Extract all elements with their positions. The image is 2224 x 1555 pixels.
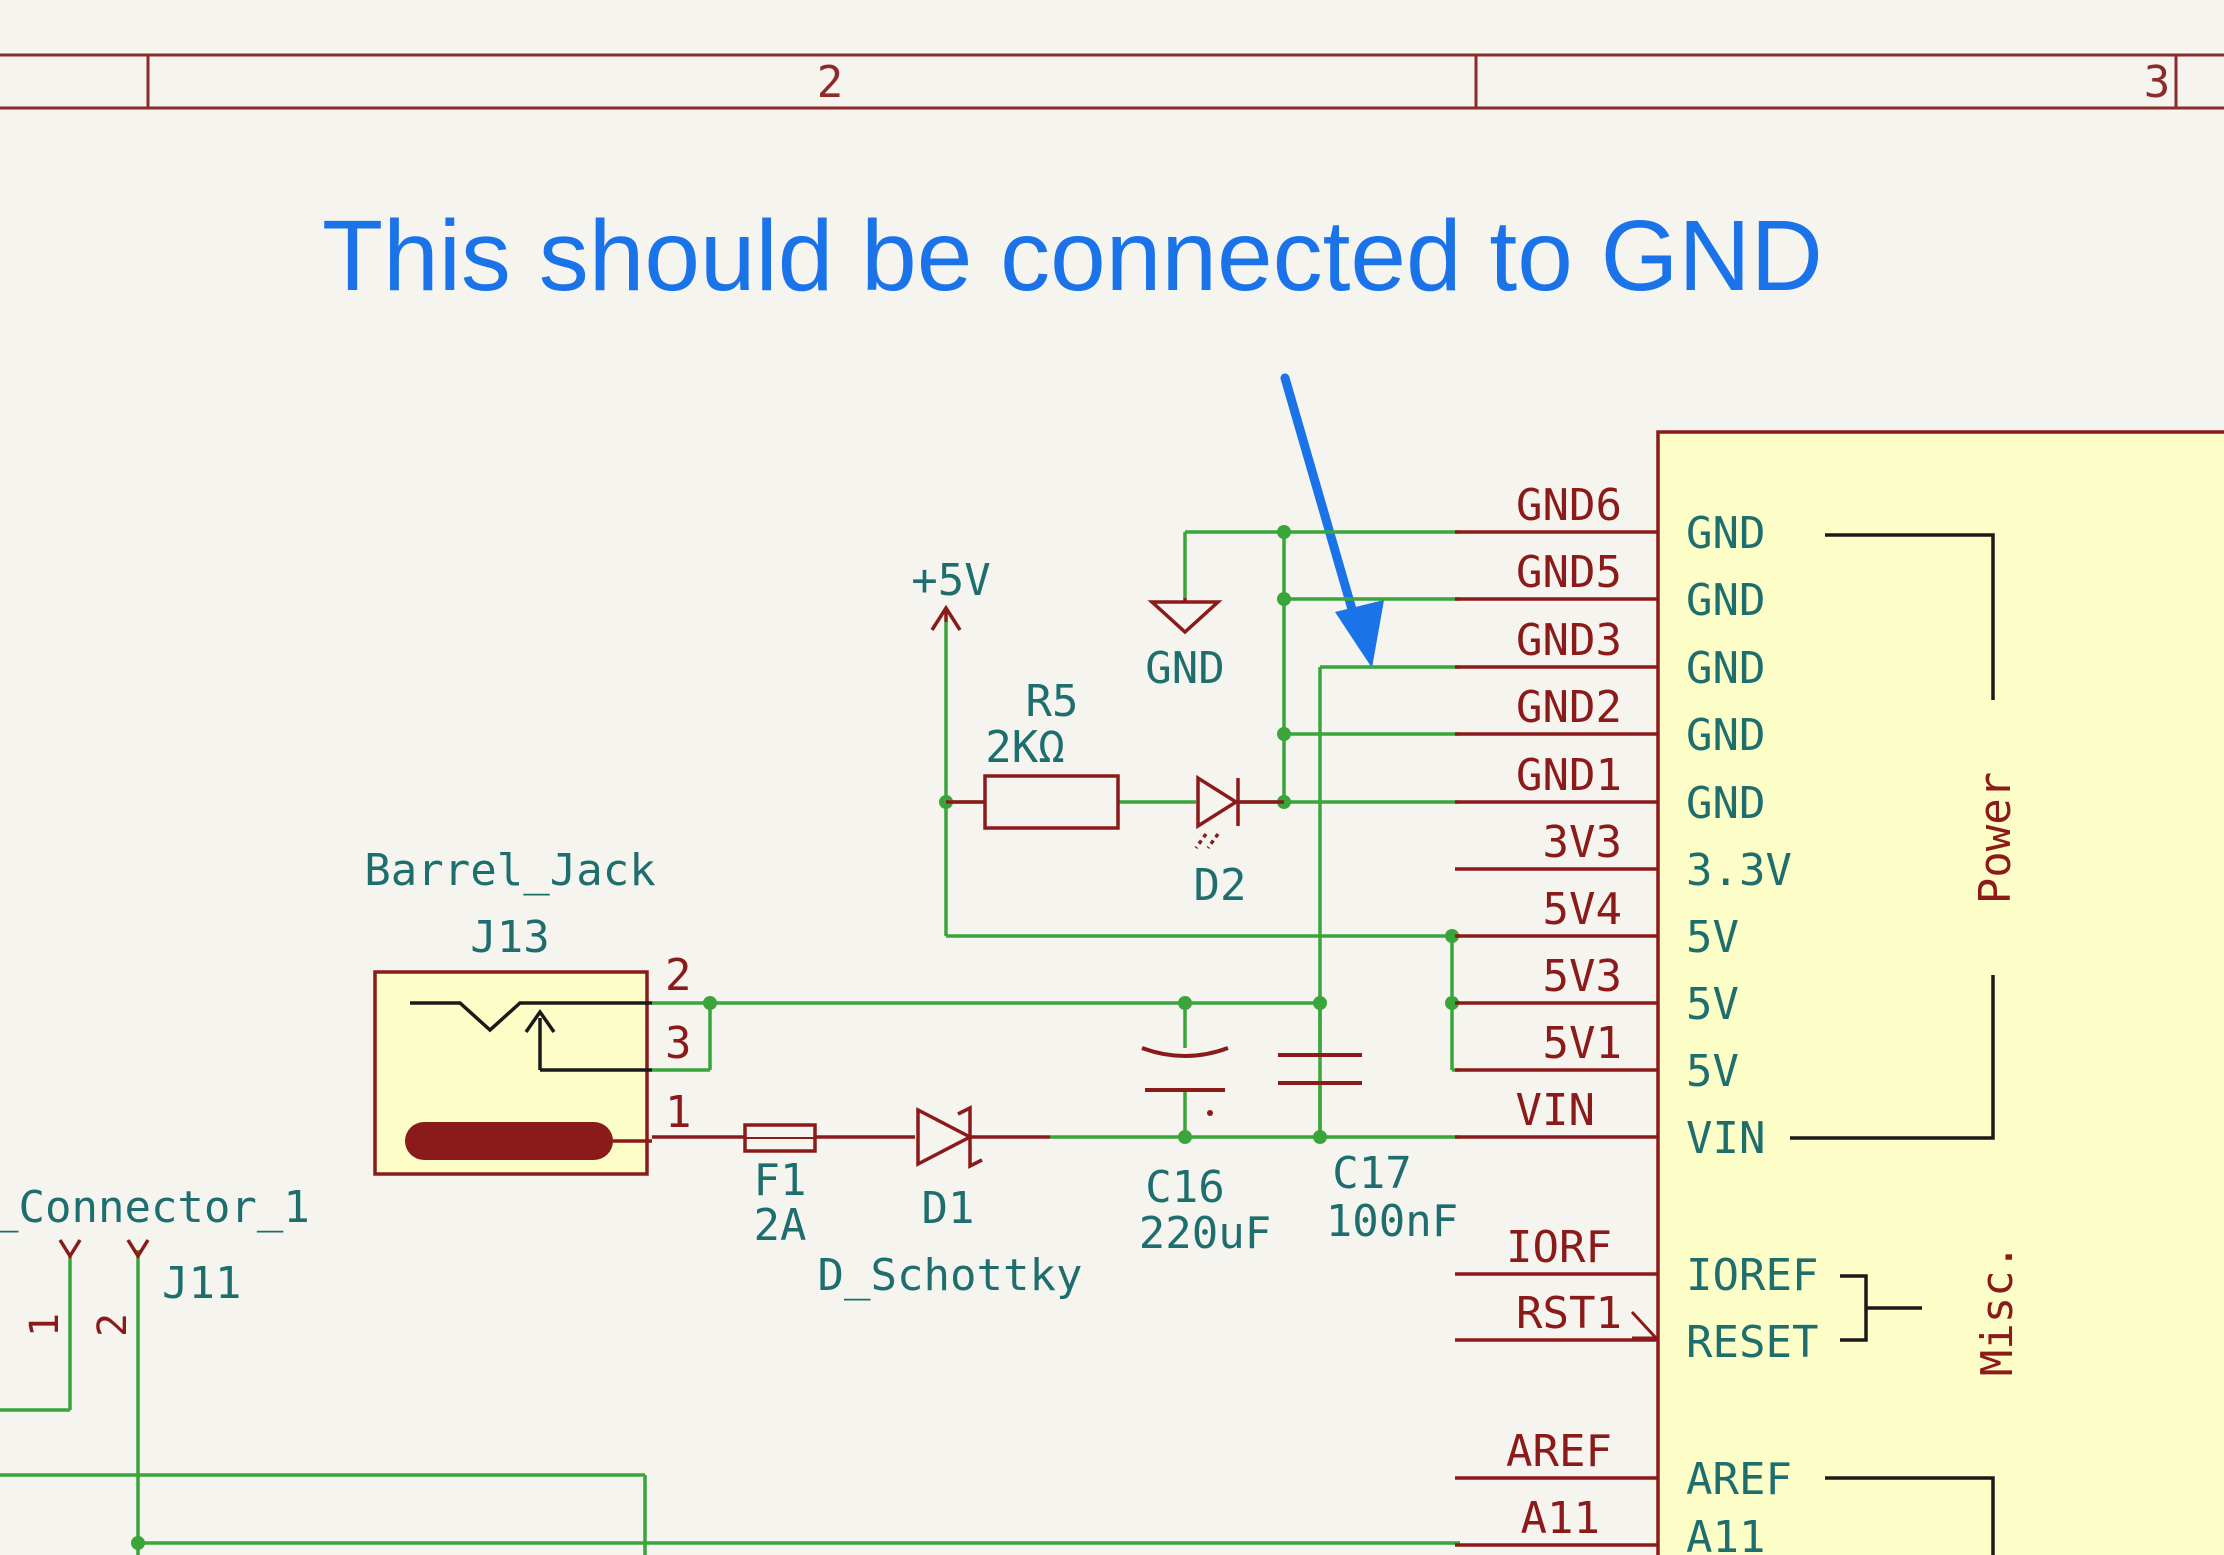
j11-pin-2: 2 <box>90 1313 136 1337</box>
net-label-gnd1: GND1 <box>1516 750 1622 801</box>
j11-ref: J11 <box>162 1258 241 1309</box>
misc-bracket <box>1825 1274 1995 1555</box>
d1-value: D_Schottky <box>818 1250 1083 1301</box>
j11-pin-1: 1 <box>22 1313 68 1337</box>
j11-type: _Connector_1 <box>0 1182 310 1233</box>
net-label-aref: AREF <box>1506 1426 1612 1477</box>
pin-name-vin: VIN <box>1686 1113 1765 1164</box>
pin-name-ioref: IOREF <box>1686 1250 1818 1301</box>
f1-ref: F1 <box>754 1155 807 1206</box>
j13-pin-1: 1 <box>665 1087 692 1138</box>
net-label-iorf: IORF <box>1506 1222 1612 1273</box>
net-label-5v4: 5V4 <box>1543 884 1622 935</box>
net-label-5v1: 5V1 <box>1543 1018 1622 1069</box>
zone-label-2: 2 <box>817 57 844 108</box>
header-body <box>1656 430 2224 1555</box>
net-label-gnd2: GND2 <box>1516 682 1622 733</box>
pin-name-gnd-1: GND <box>1686 508 1765 559</box>
net-label-gnd6: GND6 <box>1516 480 1622 531</box>
c16-value: 220uF <box>1139 1208 1271 1259</box>
pin-name-5v-3: 5V <box>1686 1046 1739 1097</box>
c16-polarity-dot <box>1207 1110 1213 1116</box>
connector-j11 <box>58 1239 150 1260</box>
net-label-gnd3: GND3 <box>1516 615 1622 666</box>
pin-name-3v3: 3.3V <box>1686 845 1792 896</box>
gnd-symbol <box>1147 598 1223 635</box>
j13-pin-2: 2 <box>665 950 692 1001</box>
group-label-power: Power <box>1970 772 2021 904</box>
pin-name-5v-1: 5V <box>1686 912 1739 963</box>
led-d2 <box>1194 774 1284 850</box>
d1-ref: D1 <box>922 1183 975 1234</box>
annotation-arrow <box>1280 373 1384 668</box>
zone-label-3: 3 <box>2144 57 2171 108</box>
j13-ref: J13 <box>470 912 549 963</box>
resistor-r5 <box>946 774 1120 830</box>
power-bracket <box>1790 533 1995 1140</box>
r5-value: 2KΩ <box>985 722 1064 773</box>
power-symbol-plus5v <box>930 604 962 631</box>
barrel-jack-j13 <box>373 970 652 1176</box>
pin-name-5v-2: 5V <box>1686 979 1739 1030</box>
net-label-vin: VIN <box>1516 1085 1595 1136</box>
net-label-a11: A11 <box>1521 1493 1600 1544</box>
pin-name-gnd-4: GND <box>1686 710 1765 761</box>
gnd-label: GND <box>1145 643 1224 694</box>
r5-ref: R5 <box>1026 676 1079 727</box>
net-label-gnd5: GND5 <box>1516 547 1622 598</box>
fuse-f1 <box>652 1123 915 1153</box>
wires <box>0 530 1460 1555</box>
net-label-3v3: 3V3 <box>1543 817 1622 868</box>
junctions <box>131 525 1459 1550</box>
pin-name-reset: RESET <box>1686 1317 1818 1368</box>
c16-ref: C16 <box>1145 1162 1224 1213</box>
c17-value: 100nF <box>1326 1196 1458 1247</box>
net-label-5v3: 5V3 <box>1543 951 1622 1002</box>
j13-pin-3: 3 <box>665 1018 692 1069</box>
reset-marker <box>1630 1310 1660 1340</box>
pin-name-a11: A11 <box>1686 1512 1765 1555</box>
capacitor-c16 <box>1141 1046 1229 1092</box>
header-net-labels: GND6 GND5 GND3 GND2 GND1 3V3 5V4 5V3 5V1… <box>1506 480 1622 1544</box>
pin-name-gnd-5: GND <box>1686 778 1765 829</box>
c17-ref: C17 <box>1332 1148 1411 1199</box>
pin-name-gnd-3: GND <box>1686 643 1765 694</box>
capacitor-c17 <box>1278 1053 1362 1085</box>
header-pin-stubs <box>1455 530 1658 1547</box>
d2-ref: D2 <box>1194 860 1247 911</box>
annotation-text: This should be connected to GND <box>322 200 1823 312</box>
frame-border <box>0 53 2224 110</box>
j13-type: Barrel_Jack <box>364 845 655 896</box>
net-label-rst1: RST1 <box>1516 1288 1622 1339</box>
f1-value: 2A <box>754 1200 807 1251</box>
pin-name-gnd-2: GND <box>1686 575 1765 626</box>
group-label-misc: Misc. <box>1972 1244 2023 1376</box>
header-pin-names: GND GND GND GND GND 3.3V 5V 5V 5V VIN IO… <box>1686 508 1818 1555</box>
power-label-plus5v: +5V <box>911 555 990 606</box>
pin-name-aref: AREF <box>1686 1454 1792 1505</box>
diode-d1 <box>916 1105 1050 1169</box>
